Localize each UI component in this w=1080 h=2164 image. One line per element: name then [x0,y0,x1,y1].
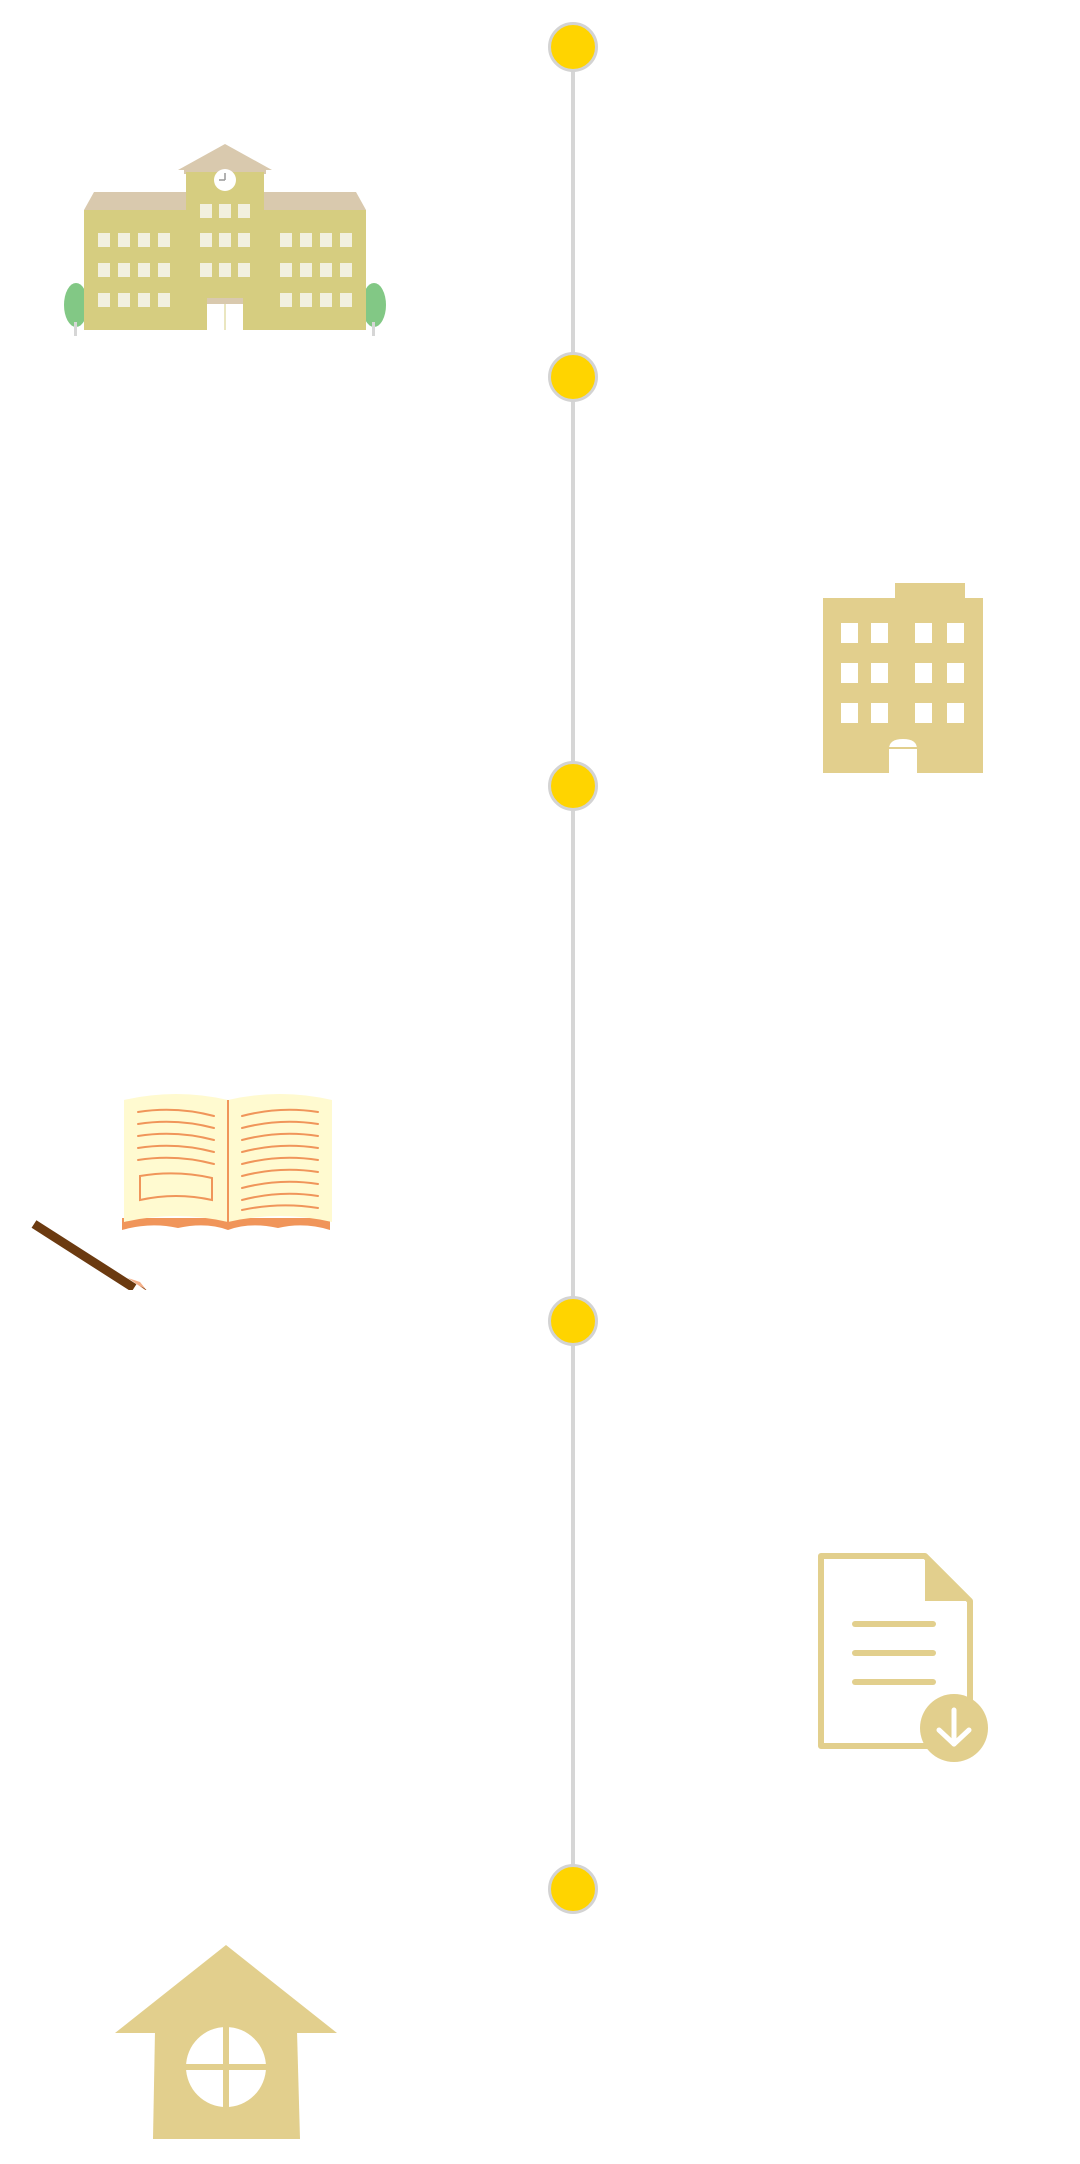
milestone-dot-5 [548,1864,598,1914]
office-building-icon [823,583,983,773]
milestone-dot-4 [548,1296,598,1346]
milestone-dot-1 [548,22,598,72]
milestone-dot-3 [548,761,598,811]
open-book-with-pencil-icon [28,1090,340,1290]
house-icon [115,1945,337,2139]
milestone-dot-2 [548,352,598,402]
timeline-line [571,46,575,1896]
document-download-icon [815,1550,995,1765]
school-building-icon [60,140,390,340]
